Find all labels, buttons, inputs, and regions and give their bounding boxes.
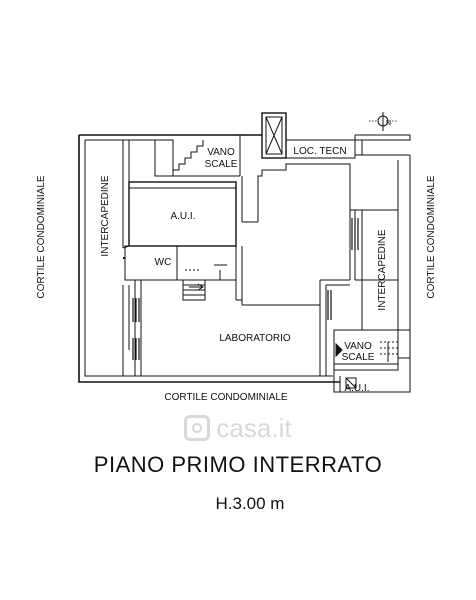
label-wc: WC [155, 257, 172, 268]
page-title: PIANO PRIMO INTERRATO [93, 452, 383, 477]
label-vano-scale-bottom-1: VANO [344, 341, 372, 352]
north-arrow: N [369, 112, 397, 131]
label-cortile-bottom: CORTILE CONDOMINIALE [164, 392, 287, 403]
label-intercapedine-right: INTERCAPEDINE [377, 229, 388, 310]
aui-lower-room [333, 370, 410, 393]
wc-room [123, 245, 237, 281]
casa-it-watermark: casa.it [163, 410, 313, 446]
label-aui-lower: A.U.I. [344, 383, 369, 394]
stair-middle [182, 246, 243, 301]
height-note: H.3.00 m [215, 494, 285, 513]
casa-it-logo-icon [184, 415, 211, 441]
label-cortile-left: CORTILE CONDOMINIALE [36, 175, 47, 298]
label-cortile-right: CORTILE CONDOMINIALE [426, 175, 437, 298]
laboratorio-walls [129, 279, 350, 376]
label-vano-scale-top-1: VANO [207, 147, 235, 158]
label-aui-upper: A.U.I. [170, 211, 195, 222]
inner-walls-central [242, 163, 356, 280]
label-loc-tecn: LOC. TECN [293, 146, 346, 157]
windows [132, 218, 359, 360]
north-arrow-label: N [386, 120, 391, 127]
label-intercapedine-left: INTERCAPEDINE [100, 175, 111, 256]
stair-top [154, 139, 241, 177]
label-laboratorio: LABORATORIO [219, 333, 291, 344]
label-vano-scale-bottom-2: SCALE [342, 352, 375, 363]
label-vano-scale-top-2: SCALE [205, 159, 238, 170]
ventilation-shaft [261, 112, 287, 159]
watermark-text: casa.it [216, 412, 292, 443]
loc-tecn-room [285, 139, 362, 159]
stair-bottom [333, 329, 399, 371]
